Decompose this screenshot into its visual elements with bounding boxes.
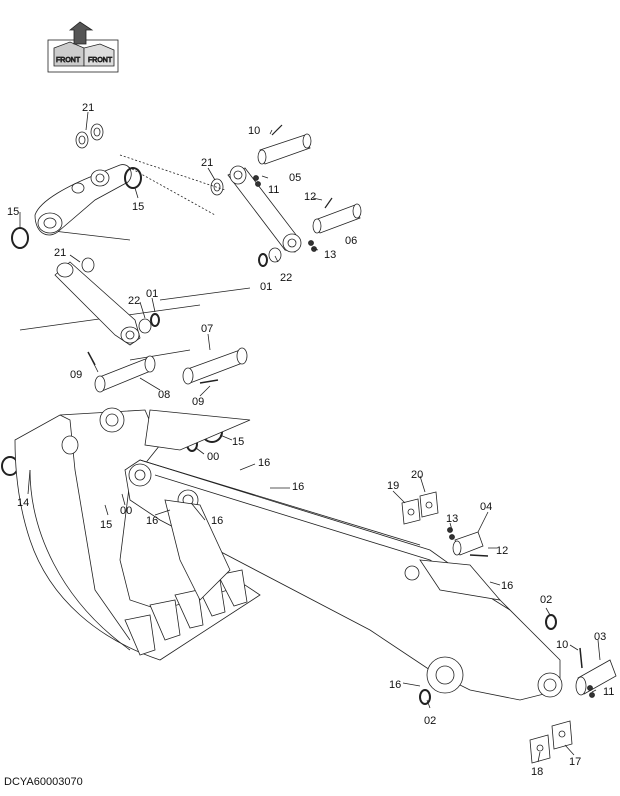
- logo-text-2: FRONT: [88, 57, 113, 64]
- label-12: 12: [496, 545, 508, 557]
- label-15: 15: [7, 206, 19, 218]
- label-16: 16: [211, 515, 223, 527]
- document-code: DCYA60003070: [4, 776, 83, 788]
- label-17: 17: [569, 756, 581, 768]
- right-link: [227, 165, 302, 253]
- label-16: 16: [258, 457, 270, 469]
- shim-18: [529, 734, 551, 764]
- o-ring-15-b: [11, 227, 29, 249]
- label-21: 21: [201, 157, 213, 169]
- label-08: 08: [158, 389, 170, 401]
- guide-link: [34, 164, 132, 236]
- label-10: 10: [556, 639, 568, 651]
- logo-text: FRONT: [56, 57, 81, 64]
- pin-05: [257, 133, 312, 165]
- label-22: 22: [128, 295, 140, 307]
- shim-19: [401, 498, 421, 525]
- label-05: 05: [289, 172, 301, 184]
- label-20: 20: [411, 469, 423, 481]
- label-02: 02: [540, 594, 552, 606]
- bolt-10-a: [271, 124, 283, 136]
- shim-17: [551, 720, 573, 750]
- pin-07: [182, 347, 248, 385]
- washer-22-b: [268, 247, 282, 263]
- arm: [124, 459, 563, 701]
- label-04: 04: [480, 501, 492, 513]
- label-21: 21: [82, 102, 94, 114]
- ring-01-b: [258, 253, 268, 267]
- label-00: 00: [120, 505, 132, 517]
- label-03: 03: [594, 631, 606, 643]
- label-22: 22: [280, 272, 292, 284]
- label-13: 13: [324, 249, 336, 261]
- label-15: 15: [232, 436, 244, 448]
- label-02: 02: [424, 715, 436, 727]
- label-06: 06: [345, 235, 357, 247]
- label-16: 16: [292, 481, 304, 493]
- label-16: 16: [389, 679, 401, 691]
- label-01: 01: [260, 281, 272, 293]
- washer-21-a: [75, 131, 89, 149]
- ring-01-a: [150, 313, 160, 327]
- label-14: 14: [17, 497, 29, 509]
- arm-link: [54, 261, 141, 346]
- label-09: 09: [70, 369, 82, 381]
- pin-03: [575, 659, 617, 696]
- washer-22-a: [138, 318, 152, 334]
- front-logo: FRONT FRONT: [47, 21, 119, 73]
- label-00: 00: [207, 451, 219, 463]
- pin-08: [94, 355, 156, 393]
- label-13: 13: [446, 513, 458, 525]
- label-10: 10: [248, 125, 260, 137]
- pin-04: [452, 531, 484, 556]
- part-labels: 21 10 21 05 11 15 15 12 06 21 13 01 22 2…: [7, 102, 614, 778]
- pin-06: [312, 203, 362, 234]
- label-21: 21: [54, 247, 66, 259]
- label-19: 19: [387, 480, 399, 492]
- label-07: 07: [201, 323, 213, 335]
- label-16: 16: [501, 580, 513, 592]
- o-ring-15-a: [124, 167, 142, 189]
- label-09: 09: [192, 396, 204, 408]
- label-18: 18: [531, 766, 543, 778]
- label-11: 11: [603, 686, 614, 698]
- label-12: 12: [304, 191, 316, 203]
- label-16: 16: [146, 515, 158, 527]
- shim-20: [419, 491, 439, 518]
- label-15: 15: [100, 519, 112, 531]
- washer-21-c: [81, 257, 95, 273]
- label-15: 15: [132, 201, 144, 213]
- label-01: 01: [146, 288, 158, 300]
- label-11: 11: [268, 184, 279, 196]
- washer-21-b: [210, 178, 224, 196]
